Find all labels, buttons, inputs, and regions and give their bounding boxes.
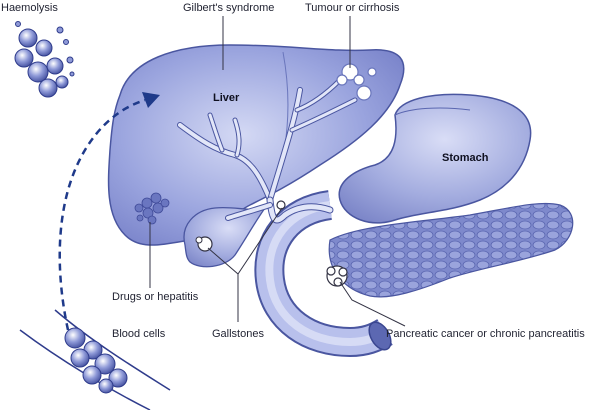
label-gilberts-syndrome: Gilbert's syndrome	[183, 2, 275, 14]
gallbladder	[183, 206, 267, 268]
label-stomach: Stomach	[442, 152, 489, 164]
label-blood-cells: Blood cells	[112, 328, 166, 340]
bile-ducts	[177, 77, 358, 224]
haemolysis-cells	[14, 21, 75, 98]
bilirubin-flow-arrow	[58, 98, 146, 331]
tumour-nodules	[336, 63, 377, 101]
pancreas	[328, 202, 574, 298]
label-tumour-cirrhosis: Tumour or cirrhosis	[305, 2, 400, 14]
label-haemolysis: Haemolysis	[1, 2, 58, 14]
stomach	[338, 93, 532, 224]
duodenum-opening	[368, 321, 392, 351]
label-gallstones: Gallstones	[212, 328, 264, 340]
gallstones	[195, 200, 286, 252]
label-liver: Liver	[213, 92, 240, 104]
label-pancreatic-cancer: Pancreatic cancer or chronic pancreatiti…	[386, 328, 585, 340]
blood-vessel	[19, 309, 171, 410]
leader-lines	[149, 16, 406, 327]
pancreatic-lesion	[326, 265, 348, 287]
liver	[107, 44, 405, 246]
label-drugs-hepatitis: Drugs or hepatitis	[112, 291, 199, 303]
arrowhead	[142, 92, 160, 108]
